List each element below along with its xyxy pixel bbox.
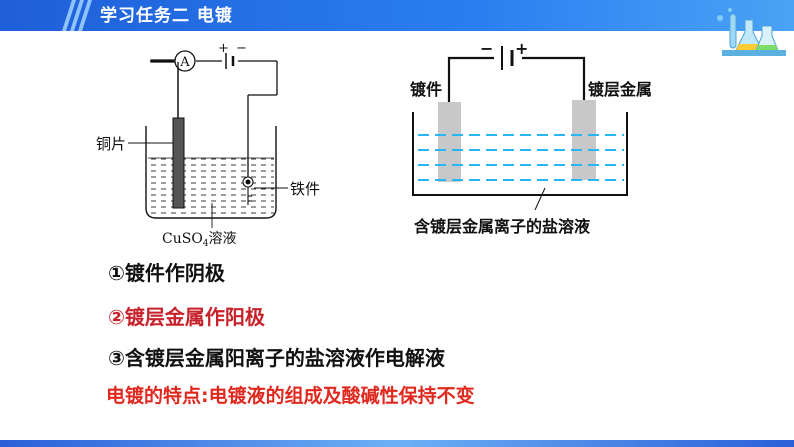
- solution-label-left: CuSO4溶液: [162, 231, 237, 249]
- point-electrolyte: ③含镀层金属阳离子的盐溶液作电解液: [108, 346, 445, 370]
- copper-label: 铜片: [96, 135, 126, 153]
- left-battery-icon: [225, 53, 235, 69]
- header-stripes-icon: [62, 0, 92, 31]
- point-anode: ②镀层金属作阳极: [108, 305, 265, 329]
- left-solution: [148, 158, 274, 216]
- left-beaker: [145, 126, 277, 219]
- left-battery-plus: +: [218, 41, 229, 56]
- plating-metal-electrode: [572, 100, 596, 180]
- right-solution: [418, 134, 624, 181]
- ammeter-symbol: A: [179, 55, 190, 70]
- ammeter-icon: [174, 50, 196, 72]
- right-battery-minus: −: [480, 39, 493, 58]
- plating-metal-label: 镀层金属: [588, 80, 652, 99]
- left-battery-minus: −: [236, 41, 247, 56]
- page-title: 学习任务二 电镀: [100, 6, 233, 26]
- lab-flask-icon: [717, 8, 786, 56]
- header-bar: 学习任务二 电镀: [0, 0, 794, 31]
- iron-label: 铁件: [290, 180, 320, 198]
- right-battery-plus: +: [515, 39, 528, 58]
- electroplating-feature: 电镀的特点:电镀液的组成及酸碱性保持不变: [106, 385, 475, 407]
- footer-line: [0, 440, 794, 447]
- right-circuit: [447, 56, 586, 102]
- plated-object-electrode: [438, 102, 461, 182]
- iron-piece: [242, 176, 254, 205]
- right-beaker: [412, 112, 628, 196]
- plated-object-label: 镀件: [410, 80, 442, 99]
- right-battery-icon: [501, 46, 514, 70]
- copper-plate: [172, 117, 185, 209]
- point-cathode: ①镀件作阴极: [108, 261, 225, 285]
- solution-label-right: 含镀层金属离子的盐溶液: [414, 217, 591, 236]
